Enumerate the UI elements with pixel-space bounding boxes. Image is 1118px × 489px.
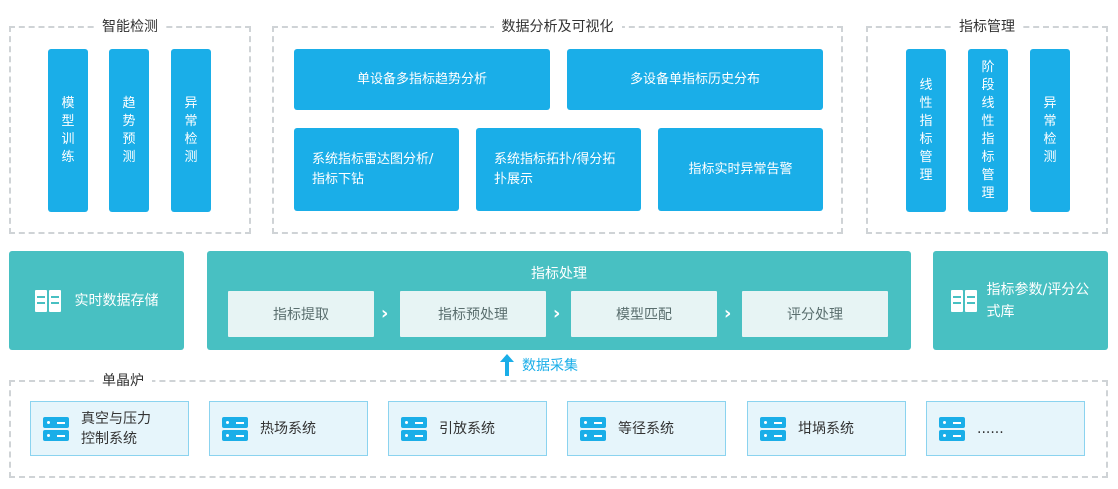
indicator-mgmt-title: 指标管理	[951, 17, 1023, 37]
anomaly-detection-label: 异常检测	[184, 95, 198, 165]
chevron-right-icon: ›	[724, 303, 732, 324]
system-label: 引放系统	[439, 420, 495, 437]
system-more[interactable]: ......	[926, 401, 1085, 456]
formula-library-block[interactable]: 指标参数/评分公式库	[933, 251, 1108, 350]
system-crucible[interactable]: 坩埚系统	[747, 401, 906, 456]
trend-prediction-tile[interactable]: 趋势预测	[109, 49, 149, 212]
analysis-group: 数据分析及可视化	[272, 17, 843, 234]
system-label: ......	[977, 420, 1004, 437]
indicator-anomaly-tile[interactable]: 异常检测	[1030, 49, 1070, 212]
realtime-storage-label: 实时数据存储	[74, 292, 159, 309]
multi-device-history-tile[interactable]: 多设备单指标历史分布	[567, 49, 823, 110]
book-icon	[950, 289, 977, 312]
server-icon	[939, 416, 965, 441]
up-arrow-icon	[500, 354, 514, 376]
data-collection-label: 数据采集	[522, 358, 578, 374]
system-label: 等径系统	[618, 420, 674, 437]
linear-indicator-label: 线性指标管理	[919, 77, 933, 183]
topology-display-tile[interactable]: 系统指标拓扑/得分拓扑展示	[476, 128, 641, 211]
step-scoring[interactable]: 评分处理	[742, 291, 888, 337]
analysis-title: 数据分析及可视化	[493, 17, 622, 37]
system-label: 热场系统	[260, 420, 316, 437]
indicator-mgmt-group: 指标管理	[866, 17, 1108, 234]
furnace-title: 单晶炉	[94, 371, 152, 391]
system-constant-diameter[interactable]: 等径系统	[567, 401, 726, 456]
single-device-trend-tile[interactable]: 单设备多指标趋势分析	[294, 49, 550, 110]
server-icon	[580, 416, 606, 441]
radar-analysis-tile[interactable]: 系统指标雷达图分析/指标下钻	[294, 128, 459, 211]
step-preprocess[interactable]: 指标预处理	[400, 291, 546, 337]
trend-prediction-label: 趋势预测	[122, 95, 136, 165]
processing-title: 指标处理	[531, 266, 587, 282]
stage-linear-indicator-tile[interactable]: 阶段线性指标管理	[968, 49, 1008, 212]
chevron-right-icon: ›	[553, 303, 561, 324]
smart-detection-title: 智能检测	[94, 17, 166, 37]
anomaly-detection-tile[interactable]: 异常检测	[171, 49, 211, 212]
stage-linear-indicator-label: 阶段线性指标管理	[981, 59, 995, 201]
indicator-processing-block: 指标处理 指标提取 › 指标预处理 › 模型匹配 › 评分处理	[207, 251, 911, 350]
indicator-anomaly-label: 异常检测	[1043, 95, 1057, 165]
system-thermal-field[interactable]: 热场系统	[209, 401, 368, 456]
step-model-match[interactable]: 模型匹配	[571, 291, 717, 337]
server-icon	[760, 416, 786, 441]
realtime-storage-block[interactable]: 实时数据存储	[9, 251, 184, 350]
formula-library-label: 指标参数/评分公式库	[986, 281, 1090, 320]
data-collection: 数据采集	[500, 354, 578, 376]
system-label: 真空与压力控制系统	[81, 410, 151, 447]
system-seed-release[interactable]: 引放系统	[388, 401, 547, 456]
linear-indicator-tile[interactable]: 线性指标管理	[906, 49, 946, 212]
server-icon	[222, 416, 248, 441]
realtime-alarm-tile[interactable]: 指标实时异常告警	[658, 128, 823, 211]
server-icon	[401, 416, 427, 441]
server-icon	[43, 416, 69, 441]
furnace-group: 单晶炉	[9, 371, 1108, 478]
system-vacuum-pressure[interactable]: 真空与压力控制系统	[30, 401, 189, 456]
chevron-right-icon: ›	[381, 303, 389, 324]
model-training-label: 模型训练	[61, 95, 75, 165]
book-icon	[34, 289, 61, 312]
smart-detection-group: 智能检测	[9, 17, 251, 234]
system-label: 坩埚系统	[798, 420, 854, 437]
step-extract[interactable]: 指标提取	[228, 291, 374, 337]
model-training-tile[interactable]: 模型训练	[48, 49, 88, 212]
